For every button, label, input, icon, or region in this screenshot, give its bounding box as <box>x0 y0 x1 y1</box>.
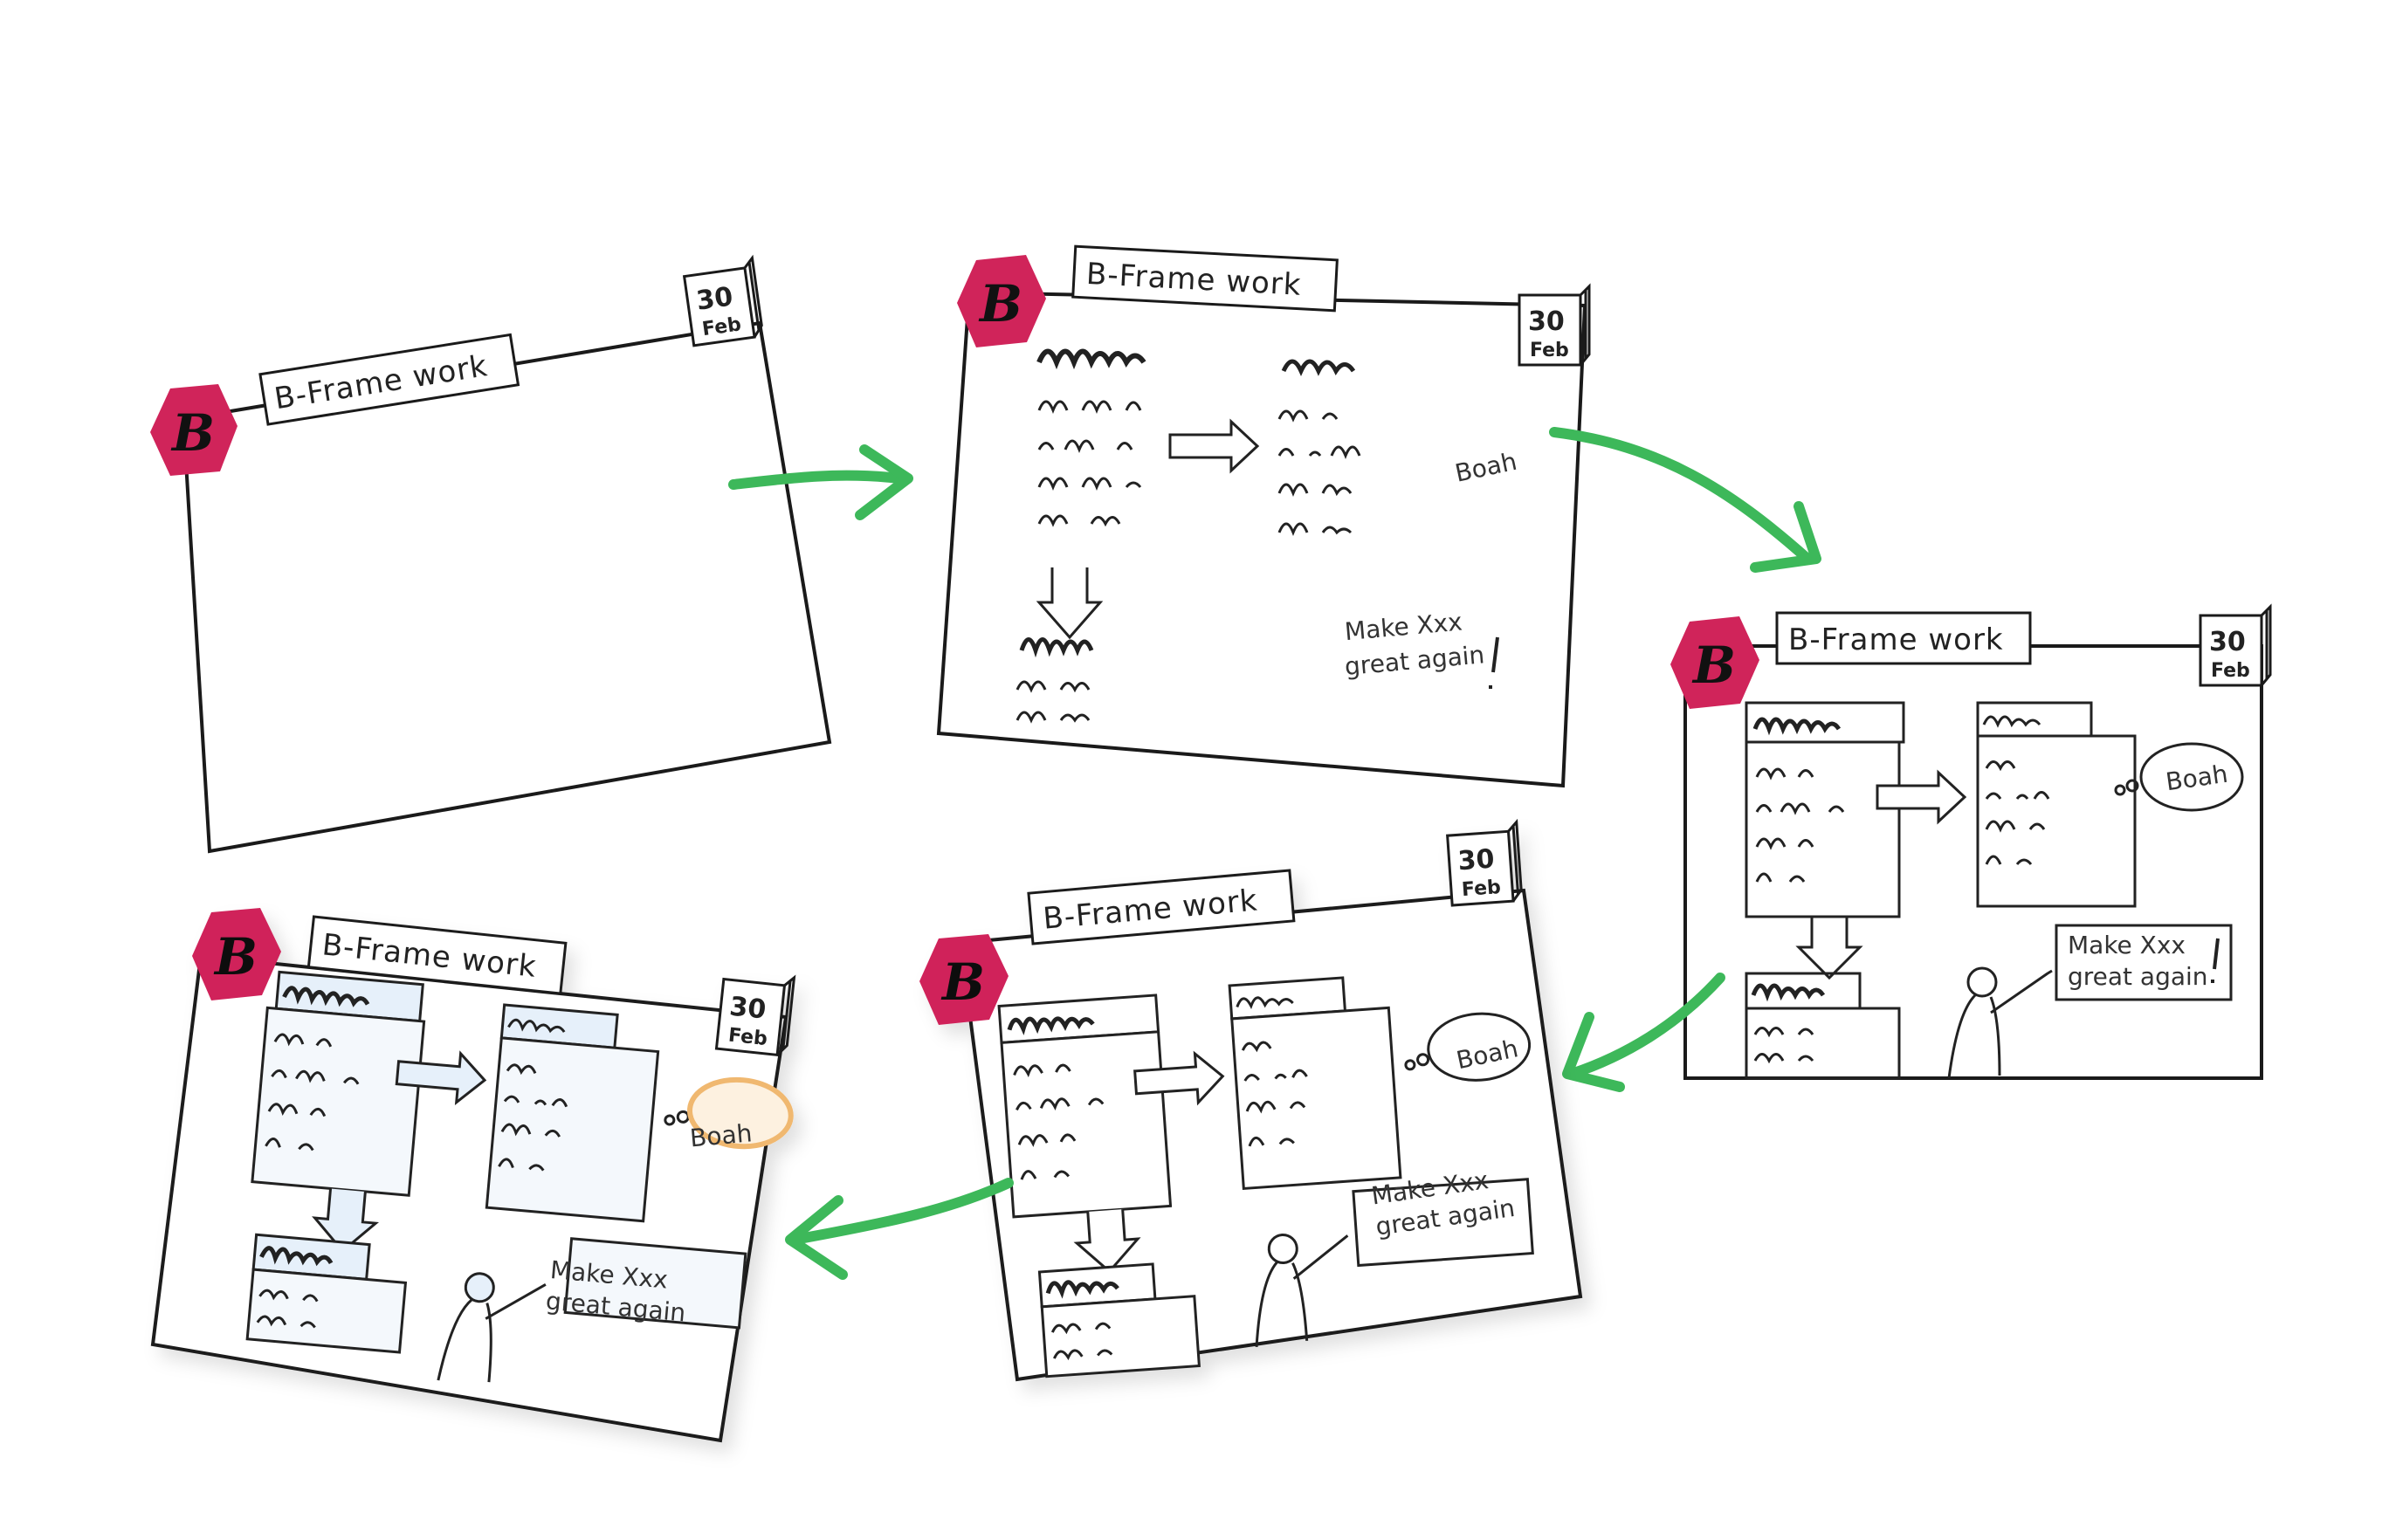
svg-text:B: B <box>940 952 985 1012</box>
frame-3-slogan-line2: great again <box>2068 962 2208 991</box>
frame-5-boxes <box>245 970 794 1383</box>
frame-4-day: 30 <box>1457 844 1496 877</box>
frame-5-month: Feb <box>727 1025 768 1051</box>
svg-text:B: B <box>978 274 1022 333</box>
frame-5: B-Frame work 30 Feb B <box>150 908 796 1443</box>
frame-5-calendar: 30 Feb <box>714 974 796 1057</box>
frame-3-slogan-line1: Make Xxx <box>2068 931 2186 959</box>
frame-2-month: Feb <box>1530 340 1569 361</box>
frame-3-logo: B <box>1670 616 1759 709</box>
frame-2-logo: B <box>957 255 1046 347</box>
frame-2-scribbles <box>1015 348 1361 724</box>
arrow-4 <box>785 1178 1014 1280</box>
svg-text:B: B <box>170 403 215 463</box>
frame-3-boxes <box>1745 701 2244 1080</box>
frame-1: B-Frame work 30 Feb B <box>150 254 832 854</box>
frame-5-note: Boah <box>689 1118 754 1152</box>
svg-text:B: B <box>1691 636 1736 695</box>
frame-5-day: 30 <box>728 992 768 1026</box>
arrow-3 <box>1562 973 1725 1092</box>
frame-3-month: Feb <box>2211 660 2250 682</box>
frame-2: B-Frame work 30 Feb B <box>936 244 1591 788</box>
frame-3-calendar: 30 Feb <box>2199 603 2272 687</box>
arrow-1 <box>728 444 913 520</box>
arrow-2 <box>1549 427 1821 573</box>
frame-1-logo: B <box>150 384 238 476</box>
frame-4: B-Frame work 30 Feb B <box>919 818 1583 1382</box>
frame-5-logo: B <box>192 908 281 1000</box>
frame-4-month: Feb <box>1461 877 1501 901</box>
frame-2-day: 30 <box>1528 306 1565 337</box>
frame-2-calendar: 30 Feb <box>1518 283 1591 367</box>
frame-4-calendar: 30 Feb <box>1446 818 1523 907</box>
frame-1-month: Feb <box>701 313 743 340</box>
frame-1-day: 30 <box>694 281 734 316</box>
svg-text:B: B <box>213 927 258 987</box>
frame-4-boxes <box>997 976 1534 1378</box>
frame-3-day: 30 <box>2209 627 2246 657</box>
frame-1-calendar: 30 Feb <box>682 254 763 347</box>
frame-3: B-Frame work 30 Feb B <box>1670 603 2272 1080</box>
frame-3-title: B-Frame work <box>1788 622 2004 657</box>
frame-4-logo: B <box>919 934 1009 1025</box>
